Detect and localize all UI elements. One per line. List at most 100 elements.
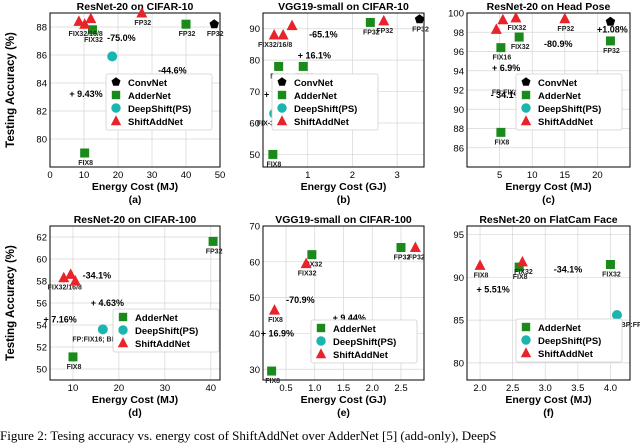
legend-marker xyxy=(277,77,287,86)
point-label: FP32 xyxy=(207,31,224,38)
annotation-label: + 5.51% xyxy=(476,284,509,294)
data-point xyxy=(73,15,85,26)
x-axis-label: Energy Cost (GJ) xyxy=(301,394,387,406)
legend-label: DeepShift(PS) xyxy=(538,104,601,115)
data-point xyxy=(69,275,81,286)
y-tick-label: 80 xyxy=(453,358,464,369)
point-label: FIX8 xyxy=(474,272,489,279)
data-point xyxy=(268,149,278,159)
chart-title: ResNet-20 on Head Pose xyxy=(487,1,611,13)
y-tick-label: 98 xyxy=(453,28,464,39)
data-point xyxy=(516,255,528,267)
y-tick-label: 52 xyxy=(36,343,47,354)
x-tick-label: 2.5 xyxy=(394,383,407,394)
x-tick-label: 50 xyxy=(215,170,226,181)
y-tick-label: 40 xyxy=(249,329,260,340)
data-point xyxy=(605,36,615,46)
point-label: FIX8 xyxy=(495,139,510,146)
plot-frame xyxy=(49,225,221,381)
data-point xyxy=(79,18,91,29)
shared-y-axis-label: Testing Accuracy (%) xyxy=(5,32,17,148)
data-point xyxy=(298,61,308,71)
panel-sublabel: (a) xyxy=(129,194,142,206)
y-tick-label: 50 xyxy=(249,150,260,161)
legend-label: AdderNet xyxy=(294,91,338,102)
point-label: FP32 xyxy=(603,48,620,55)
x-tick-label: 10 xyxy=(79,170,90,181)
point-label: FP32 xyxy=(376,28,393,35)
y-tick-label: 90 xyxy=(453,105,464,116)
y-tick-label: 60 xyxy=(249,257,260,268)
annotation-label: + 4.63% xyxy=(91,298,124,308)
legend-box xyxy=(271,73,379,131)
data-point xyxy=(300,257,312,269)
x-tick-label: 40 xyxy=(181,170,192,181)
point-label: FP32 xyxy=(412,26,429,33)
data-point xyxy=(80,148,90,158)
x-tick-label: 2.0 xyxy=(473,383,486,394)
data-point xyxy=(396,242,406,252)
point-label: FP32 xyxy=(394,254,411,261)
legend-marker xyxy=(277,90,287,100)
data-point xyxy=(107,51,118,62)
plot-frame xyxy=(466,12,631,168)
annotation-label: -65.1% xyxy=(309,29,338,39)
plot-frame xyxy=(262,12,425,168)
y-tick-label: 60 xyxy=(249,119,260,130)
legend-label: ShiftAddNet xyxy=(135,339,191,350)
x-tick-label: 30 xyxy=(160,383,171,394)
y-tick-label: 50 xyxy=(36,365,47,376)
point-label: FP32 xyxy=(134,20,151,27)
figure-caption: Figure 2: Tesing accuracy vs. energy cos… xyxy=(0,428,497,443)
y-tick-label: 60 xyxy=(36,255,47,266)
x-tick-label: 30 xyxy=(147,170,158,181)
y-tick-label: 70 xyxy=(249,222,260,233)
legend-marker xyxy=(110,115,122,126)
panel-sublabel: (f) xyxy=(543,407,554,419)
point-label: FIX8 xyxy=(265,378,280,385)
x-tick-label: 2.5 xyxy=(506,383,519,394)
x-tick-label: 0.5 xyxy=(279,383,292,394)
data-point xyxy=(559,12,571,24)
y-tick-label: 92 xyxy=(453,86,464,97)
y-tick-label: 56 xyxy=(36,299,47,310)
y-tick-label: 80 xyxy=(36,135,47,146)
x-tick-label: 1.5 xyxy=(337,383,350,394)
legend-box xyxy=(105,73,213,131)
point-label: FIX32/16/8 xyxy=(258,42,292,49)
data-point xyxy=(269,304,280,315)
x-tick-label: 1.0 xyxy=(308,383,321,394)
legend-marker xyxy=(111,103,121,113)
annotation-label: -44.6% xyxy=(158,65,187,75)
data-point xyxy=(496,43,506,53)
legend-label: ShiftAddNet xyxy=(538,349,594,360)
x-tick-label: 40 xyxy=(206,383,217,394)
y-tick-label: 88 xyxy=(453,124,464,135)
legend-label: ShiftAddNet xyxy=(538,117,594,128)
chart-title: ResNet-20 on FlatCam Face xyxy=(479,214,617,226)
x-tick-label: 3 xyxy=(395,170,400,181)
y-tick-label: 84 xyxy=(36,79,47,90)
data-point xyxy=(88,25,97,35)
legend-marker xyxy=(118,312,128,322)
data-point xyxy=(307,250,317,260)
y-tick-label: 90 xyxy=(249,24,260,35)
data-point xyxy=(85,12,97,24)
annotation-label: -34.1% xyxy=(554,265,583,275)
point-label: FP32 xyxy=(557,26,574,33)
point-label: FIX8 xyxy=(78,160,93,167)
x-axis-label: Energy Cost (MJ) xyxy=(92,394,178,406)
point-label: FP32 xyxy=(179,31,196,38)
y-tick-label: 70 xyxy=(249,87,260,98)
y-tick-label: 94 xyxy=(453,66,464,77)
legend-label: ConvNet xyxy=(294,78,334,89)
legend-label: AdderNet xyxy=(128,91,172,102)
y-tick-label: 54 xyxy=(36,321,47,332)
legend-marker xyxy=(111,90,121,100)
y-tick-label: 86 xyxy=(36,51,47,62)
